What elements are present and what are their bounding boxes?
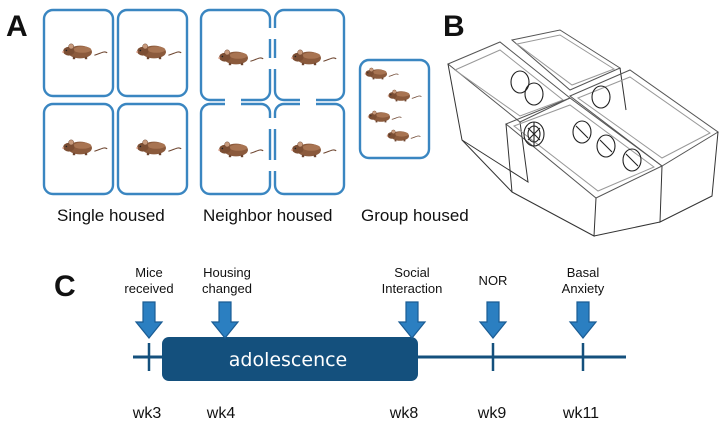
single-housed-cages <box>42 8 189 196</box>
event-nor: NOR <box>478 273 508 288</box>
week-label: wk8 <box>389 405 419 422</box>
event-basal-anxiety: Basal Anxiety <box>561 265 605 296</box>
panel-label-c: C <box>54 270 76 303</box>
neighbor-housed-cages <box>199 8 346 196</box>
week-label: wk9 <box>477 405 507 422</box>
week-label: wk11 <box>562 405 600 422</box>
adolescence-bar <box>162 337 418 381</box>
caption-single-housed: Single housed <box>57 206 165 225</box>
week-label: wk3 <box>132 405 162 422</box>
event-housing-changed: Housing changed <box>202 265 252 296</box>
cage-group <box>358 58 431 160</box>
down-arrow-icon <box>135 301 163 339</box>
week-label: wk4 <box>206 405 236 422</box>
event-mice-received: Mice received <box>124 265 174 296</box>
panel-label-b: B <box>443 10 465 43</box>
perforated-divider <box>225 28 316 171</box>
caption-group-housed: Group housed <box>361 206 469 225</box>
down-arrow-icon <box>211 301 239 339</box>
group-housed-cage <box>358 58 431 160</box>
event-social-interaction: Social Interaction <box>381 265 443 296</box>
caption-neighbor-housed: Neighbor housed <box>203 206 333 225</box>
panel-label-a: A <box>6 10 28 43</box>
timeline: adolescence <box>133 301 626 381</box>
down-arrow-icon <box>398 301 426 339</box>
down-arrow-icon <box>479 301 507 339</box>
down-arrow-icon <box>569 301 597 339</box>
adolescence-label: adolescence <box>229 349 348 371</box>
cage-drawing <box>447 29 719 237</box>
